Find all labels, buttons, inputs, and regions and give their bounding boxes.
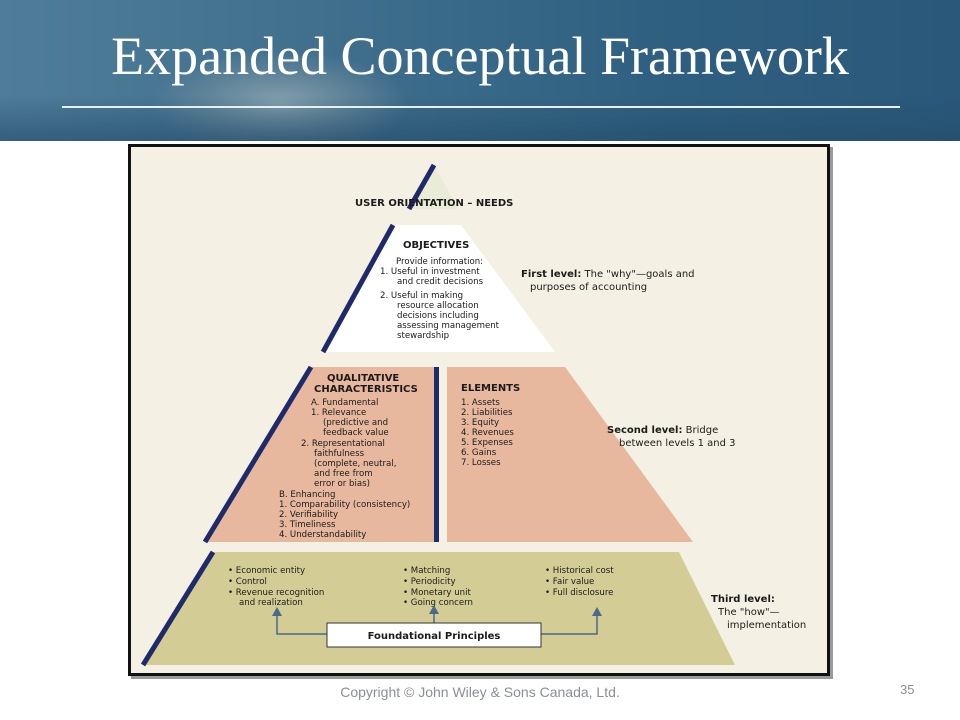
- elements-tier: [447, 367, 693, 542]
- third-level-label: Third level:: [711, 594, 775, 605]
- third-level-line3: implementation: [727, 620, 806, 631]
- foundation-col1-item: • Economic entity: [228, 566, 305, 576]
- qualitative-line: 2. Verifiability: [279, 510, 338, 520]
- qualitative-line: 4. Understandability: [279, 530, 366, 540]
- copyright-footer: Copyright © John Wiley & Sons Canada, Lt…: [340, 684, 620, 700]
- objectives-tier: [323, 225, 555, 352]
- elements-heading: ELEMENTS: [461, 383, 520, 394]
- foundation-col1-item: • Revenue recognition: [228, 588, 324, 598]
- first-level-line2: purposes of accounting: [530, 282, 647, 293]
- qualitative-line: feedback value: [323, 428, 389, 438]
- qualitative-line: 2. Representational: [301, 439, 385, 449]
- qualitative-line: 1. Relevance: [311, 408, 366, 418]
- qualitative-line: A. Fundamental: [311, 398, 378, 408]
- elements-item: 7. Losses: [461, 458, 501, 468]
- qualitative-line: 3. Timeliness: [279, 520, 336, 530]
- objectives-line: Provide information:: [396, 257, 483, 267]
- objectives-line: decisions including: [397, 311, 479, 321]
- objectives-line: resource allocation: [397, 301, 479, 311]
- foundation-col1-item: and realization: [239, 598, 303, 608]
- arrow-head-right: [592, 607, 602, 616]
- objectives-line: 2. Useful in making: [380, 291, 463, 301]
- qualitative-line: and free from: [314, 469, 373, 479]
- objectives-line: and credit decisions: [397, 277, 484, 287]
- elements-item: 5. Expenses: [461, 438, 513, 448]
- arrow-head-left: [272, 607, 282, 616]
- qualitative-line: B. Enhancing: [279, 490, 335, 500]
- arrow-head-center: [429, 605, 439, 614]
- elements-item: 3. Equity: [461, 418, 499, 428]
- foundation-col2-item: • Matching: [403, 566, 450, 576]
- page-number: 35: [900, 682, 915, 697]
- objectives-line: stewardship: [397, 331, 449, 341]
- title-underline: [62, 106, 900, 108]
- slide-header-banner: Expanded Conceptual Framework: [0, 0, 960, 141]
- foundation-col3-item: • Historical cost: [545, 566, 614, 576]
- objectives-heading: OBJECTIVES: [403, 240, 469, 251]
- qualitative-line: error or bias): [314, 479, 370, 489]
- slide-title: Expanded Conceptual Framework: [111, 26, 849, 86]
- foundational-principles-box: [326, 622, 542, 648]
- elements-item: 6. Gains: [461, 448, 497, 458]
- third-level-line2: The "how"—: [717, 607, 780, 618]
- objectives-line: 1. Useful in investment: [380, 267, 480, 277]
- qualitative-heading: CHARACTERISTICS: [314, 384, 418, 395]
- elements-item: 2. Liabilities: [461, 408, 513, 418]
- second-level-line2: between levels 1 and 3: [619, 438, 735, 449]
- qualitative-heading: QUALITATIVE: [327, 373, 399, 384]
- elements-item: 4. Revenues: [461, 428, 514, 438]
- middle-divider: [434, 367, 439, 542]
- qualitative-line: (complete, neutral,: [314, 459, 396, 469]
- second-level-label: Second level: Bridge: [607, 425, 718, 436]
- qualitative-line: (predictive and: [323, 418, 388, 428]
- foundation-col2-item: • Periodicity: [403, 577, 456, 587]
- foundation-col3-item: • Full disclosure: [545, 588, 613, 598]
- foundational-principles-label: Foundational Principles: [368, 631, 501, 642]
- pyramid-figure: USER ORIENTATION – NEEDS OBJECTIVES Prov…: [128, 144, 830, 676]
- foundation-col1-item: • Control: [228, 577, 267, 587]
- objectives-line: assessing management: [397, 321, 500, 331]
- elements-item: 1. Assets: [461, 398, 500, 408]
- qualitative-characteristics-tier: [205, 367, 434, 542]
- qualitative-line: faithfulness: [314, 449, 365, 459]
- pyramid-apex: [409, 165, 458, 209]
- foundation-col2-item: • Going concern: [403, 598, 473, 608]
- apex-label: USER ORIENTATION – NEEDS: [355, 198, 513, 209]
- qualitative-line: 1. Comparability (consistency): [279, 500, 410, 510]
- foundation-tier: [143, 552, 735, 665]
- pyramid-diagram: USER ORIENTATION – NEEDS OBJECTIVES Prov…: [140, 163, 806, 667]
- foundation-col2-item: • Monetary unit: [403, 588, 471, 598]
- foundation-col3-item: • Fair value: [545, 577, 594, 587]
- first-level-label: First level: The "why"—goals and: [521, 269, 695, 280]
- header-water-image: [0, 95, 960, 141]
